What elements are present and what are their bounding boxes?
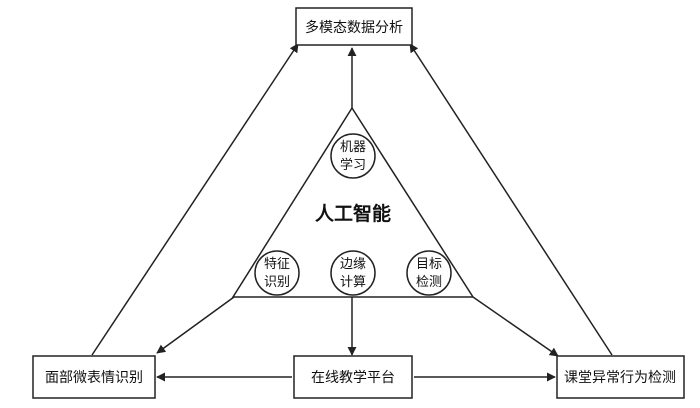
circle-feature-recognition [254, 250, 300, 296]
edge-line2: 计算 [340, 275, 366, 290]
ml-line1: 机器 [340, 140, 366, 155]
feature-line2: 识别 [264, 275, 290, 290]
box-top [295, 7, 413, 46]
arrow-ai-to-right [472, 296, 559, 357]
circle-machine-learning [330, 133, 376, 179]
target-line1: 目标 [416, 257, 442, 272]
target-line2: 检测 [416, 275, 442, 290]
circle-target-detection [406, 250, 452, 296]
box-bottom-label: 在线教学平台 [311, 370, 395, 386]
arrow-right-to-top [409, 43, 613, 356]
circle-edge-computing [330, 250, 376, 296]
box-right [556, 355, 685, 399]
edge-line1: 边缘 [340, 257, 366, 272]
arrow-ai-to-left [156, 296, 235, 354]
box-bottom [293, 355, 413, 399]
center-title: 人工智能 [315, 202, 391, 225]
box-left [32, 355, 156, 399]
box-left-label: 面部微表情识别 [45, 370, 143, 386]
box-top-label: 多模态数据分析 [305, 19, 403, 36]
arrow-left-to-top [91, 43, 299, 356]
ai-triangle [231, 106, 475, 298]
ml-line2: 学习 [340, 157, 366, 173]
feature-line1: 特征 [264, 257, 290, 272]
box-right-label: 课堂异常行为检测 [564, 370, 676, 386]
